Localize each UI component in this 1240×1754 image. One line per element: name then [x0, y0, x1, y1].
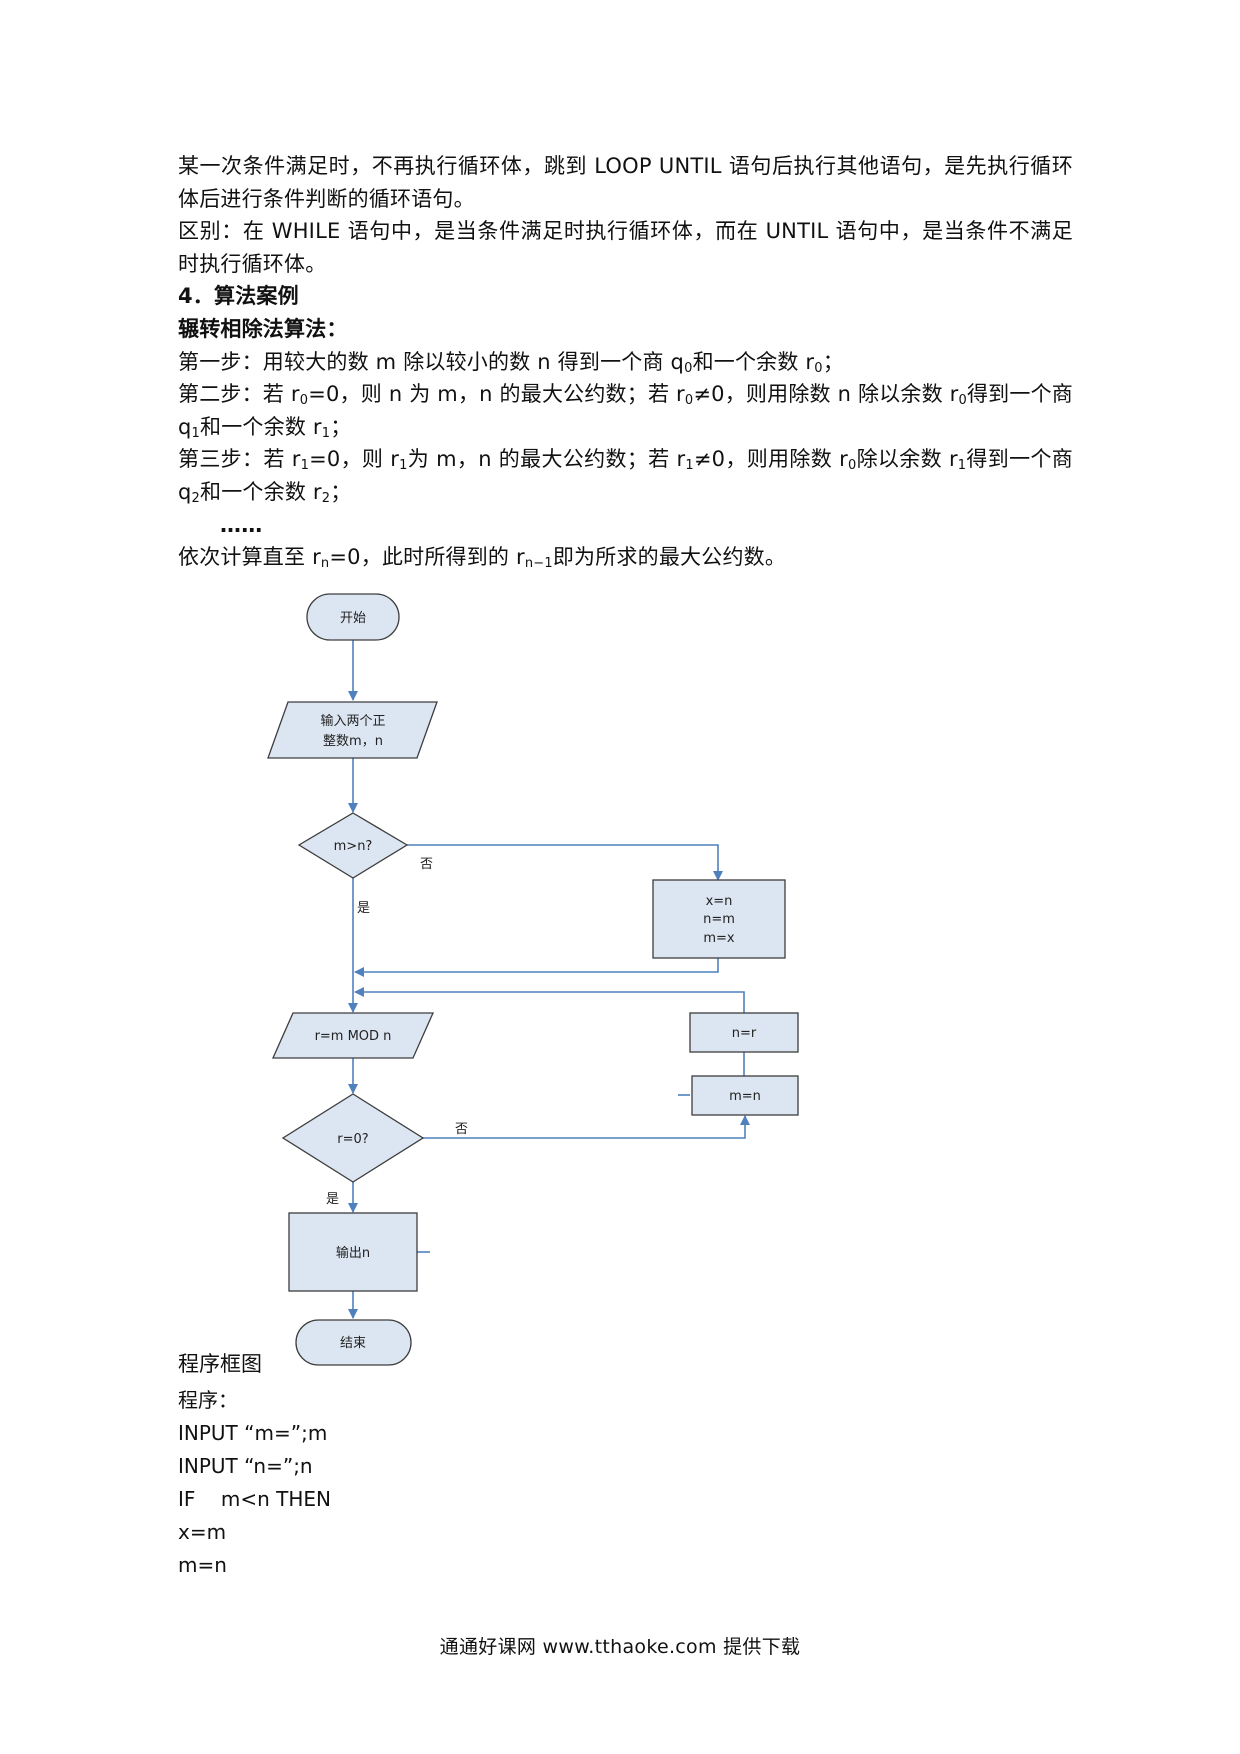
start-terminator — [306, 593, 400, 641]
cond1-label: m>n? — [334, 839, 373, 854]
flowchart-caption: 程序框图 — [178, 1352, 262, 1376]
code-line: x=m — [178, 1520, 227, 1544]
arrow-cond1-no — [407, 844, 723, 881]
code-line: INPUT “n=”;n — [178, 1454, 313, 1478]
ellipsis: …… — [220, 512, 263, 537]
intro-text: 某一次条件满足时，不再执行循环体，跳到 LOOP UNTIL 语句后执行其他语句… — [178, 150, 1073, 574]
decision-r-eq-0 — [281, 1093, 425, 1183]
assign-m-n-label: m=n — [729, 1089, 761, 1104]
assign-m-n-box — [691, 1075, 799, 1116]
cond2-label: r=0? — [337, 1132, 368, 1147]
input-label-line-2: 整数m，n — [323, 734, 383, 749]
arrow-swap-merge — [354, 958, 719, 977]
intro-paragraph-1: 某一次条件满足时，不再执行循环体，跳到 LOOP UNTIL 语句后执行其他语句… — [178, 154, 1073, 211]
cond2-no-label: 否 — [455, 1122, 468, 1137]
cond1-no-label: 否 — [420, 857, 433, 872]
start-label: 开始 — [340, 611, 366, 626]
swap-line-2: n=m — [703, 912, 735, 927]
mod-label: r=m MOD n — [315, 1029, 392, 1044]
output-box — [288, 1212, 418, 1292]
program-block: 程序： INPUT “m=”;m INPUT “n=”;n IF m<n THE… — [178, 1384, 331, 1582]
section-heading: 4．算法案例 — [178, 284, 299, 309]
code-line: m=n — [178, 1553, 227, 1577]
arrow-loop-back — [354, 987, 745, 1013]
mod-parallelogram — [271, 1012, 435, 1059]
assign-n-r-box — [689, 1012, 799, 1053]
step-3: 第三步：若 r1=0，则 r1为 m，n 的最大公约数；若 r1≠0，则用除数 … — [178, 447, 1073, 506]
input-label-line-1: 输入两个正 — [320, 713, 385, 729]
program-title: 程序： — [178, 1388, 238, 1412]
intro-paragraph-2: 区别：在 WHILE 语句中，是当条件满足时执行循环体，而在 UNTIL 语句中… — [178, 219, 1073, 276]
final-step: 依次计算直至 rn=0，此时所得到的 rn−1即为所求的最大公约数。 — [178, 545, 787, 572]
assign-n-r-label: n=r — [732, 1026, 757, 1041]
cond2-yes-label: 是 — [326, 1192, 339, 1207]
input-parallelogram — [267, 701, 438, 759]
code-line: INPUT “m=”;m — [178, 1421, 328, 1445]
cond1-yes-label: 是 — [357, 901, 370, 916]
code-line: IF m<n THEN — [178, 1487, 331, 1511]
arrow-cond2-no — [423, 1115, 750, 1139]
swap-box — [652, 879, 786, 959]
output-label: 输出n — [336, 1245, 370, 1261]
decision-m-gt-n — [297, 812, 409, 879]
end-terminator — [295, 1319, 412, 1366]
swap-line-3: m=x — [703, 931, 735, 946]
step-1: 第一步：用较大的数 m 除以较小的数 n 得到一个商 q0和一个余数 r0； — [178, 349, 844, 376]
end-label: 结束 — [340, 1336, 366, 1351]
page-footer: 通通好课网 www.tthaoke.com 提供下载 — [439, 1636, 801, 1658]
swap-line-1: x=n — [706, 894, 733, 909]
step-2: 第二步：若 r0=0，则 n 为 m，n 的最大公约数；若 r0≠0，则用除数 … — [178, 382, 1073, 441]
algorithm-title: 辗转相除法算法： — [178, 316, 348, 341]
flowchart-arrows — [348, 640, 750, 1319]
